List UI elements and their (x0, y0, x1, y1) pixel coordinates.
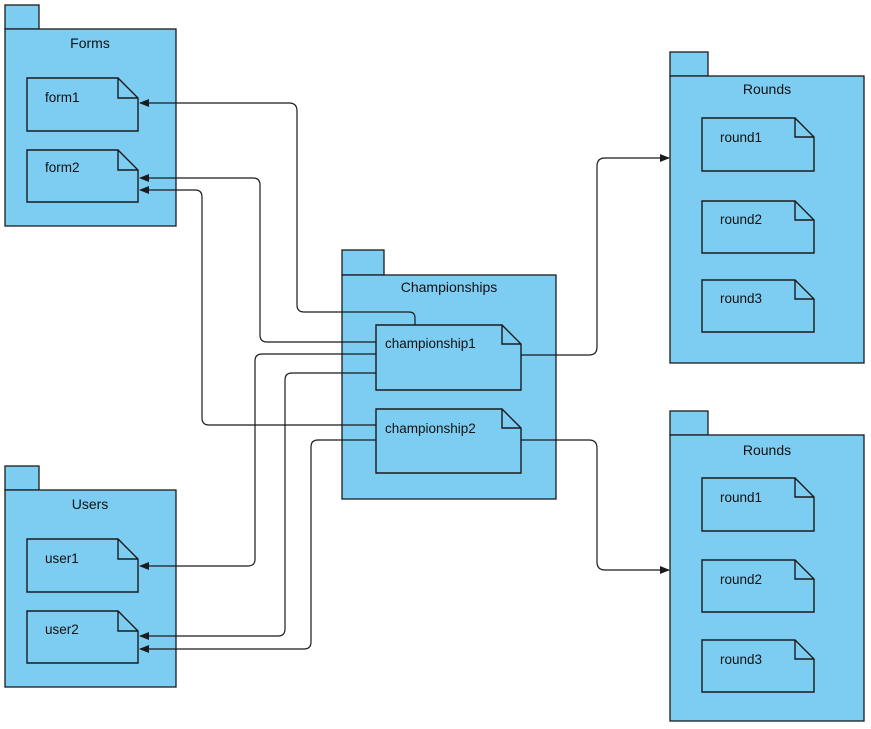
package-users[interactable]: Users user1 user2 (4, 465, 177, 688)
document-icon (701, 200, 815, 254)
package-tab (4, 465, 40, 491)
package-title-rounds: Rounds (743, 442, 791, 458)
document-icon (26, 149, 139, 203)
document-label: user1 (45, 551, 79, 566)
document-label: user2 (45, 622, 79, 637)
document-label: round1 (720, 130, 762, 145)
package-title-forms: Forms (70, 35, 110, 51)
package-title-rounds: Rounds (743, 81, 791, 97)
document-label: round1 (720, 490, 762, 505)
package-tab (341, 249, 385, 276)
package-rounds-top[interactable]: Rounds round1 round2 round3 (669, 51, 865, 364)
document-championship2[interactable]: championship2 (375, 408, 522, 474)
document-icon (701, 117, 815, 172)
package-rounds-bottom[interactable]: Rounds round1 round2 round3 (669, 410, 865, 722)
document-user2[interactable]: user2 (26, 610, 139, 664)
package-tab (669, 410, 709, 436)
edge-championship1-form1[interactable] (139, 99, 416, 325)
edge-championship1-user2[interactable] (139, 372, 376, 640)
package-tab (4, 4, 40, 30)
edge-championship2-form2[interactable] (139, 186, 376, 426)
document-label: championship1 (385, 336, 476, 351)
document-icon (701, 559, 815, 613)
document-round3[interactable]: round3 (701, 279, 815, 333)
document-round1[interactable]: round1 (701, 117, 815, 172)
document-round1[interactable]: round1 (701, 477, 815, 532)
document-icon (375, 408, 522, 474)
document-label: championship2 (385, 421, 476, 436)
edge-championship1-rounds-top[interactable] (521, 154, 670, 356)
document-round3[interactable]: round3 (701, 639, 815, 693)
package-championships[interactable]: Championships championship1 championship… (341, 249, 557, 500)
package-title-championships: Championships (401, 279, 498, 295)
document-round2[interactable]: round2 (701, 559, 815, 613)
document-form1[interactable]: form1 (26, 77, 139, 132)
edge-championship1-user1[interactable] (139, 353, 376, 570)
document-label: round3 (720, 291, 762, 306)
document-icon (26, 77, 139, 132)
document-icon (26, 610, 139, 664)
package-forms[interactable]: Forms form1 form2 (4, 4, 177, 227)
document-icon (701, 279, 815, 333)
document-icon (701, 639, 815, 693)
document-user1[interactable]: user1 (26, 538, 139, 593)
document-icon (375, 324, 522, 391)
document-label: form2 (45, 160, 80, 175)
package-tab (669, 51, 709, 77)
document-icon (701, 477, 815, 532)
edge-championship2-user2[interactable] (139, 439, 376, 653)
document-championship1[interactable]: championship1 (375, 324, 522, 391)
edge-championship2-rounds-bottom[interactable] (521, 439, 670, 574)
document-round2[interactable]: round2 (701, 200, 815, 254)
document-label: form1 (45, 90, 80, 105)
document-form2[interactable]: form2 (26, 149, 139, 203)
package-title-users: Users (72, 496, 109, 512)
document-label: round2 (720, 212, 762, 227)
document-icon (26, 538, 139, 593)
document-label: round3 (720, 652, 762, 667)
edge-championship1-form2[interactable] (139, 174, 376, 343)
document-label: round2 (720, 572, 762, 587)
